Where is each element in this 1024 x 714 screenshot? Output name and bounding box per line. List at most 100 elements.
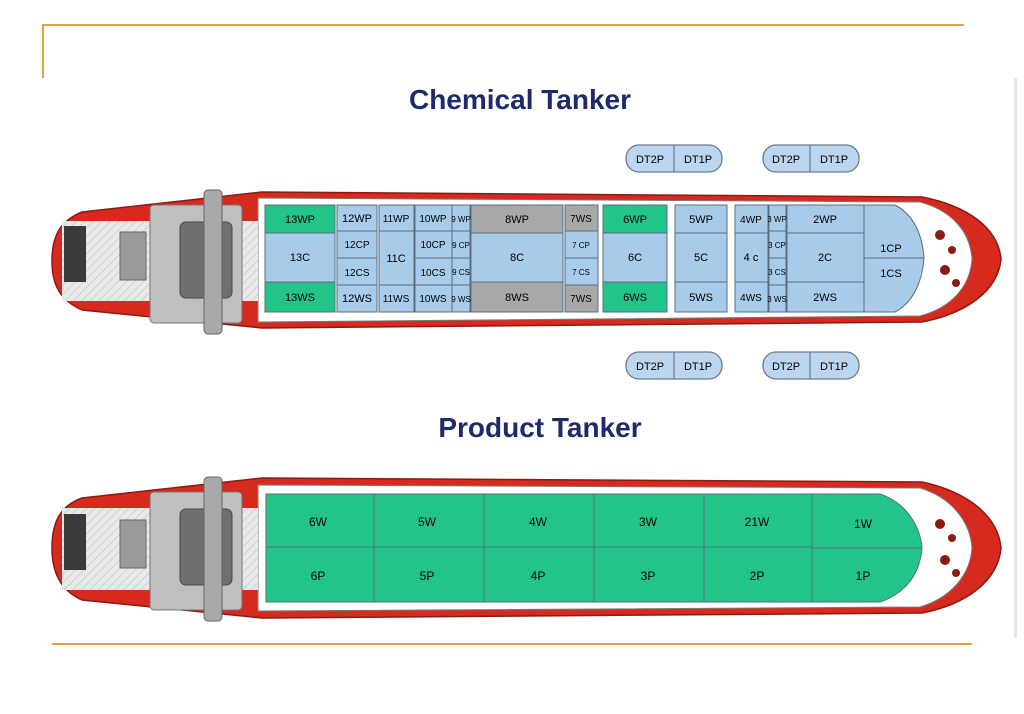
tank-label: 1W [854,517,873,531]
tank-cell [863,257,925,313]
tank-label: 1P [856,569,871,583]
tank-cell [786,281,865,313]
tank-cell [768,284,787,313]
tank-cell [602,232,668,283]
tank-label: 4P [531,569,546,583]
tank-label: 3 WS [767,295,787,304]
tank-cell [378,284,415,313]
tank-label: 12CS [344,268,369,279]
tank-label: 4 c [744,252,759,264]
tank-label: 7 CS [572,268,590,277]
product-tanker-title: Product Tanker [438,412,642,443]
tank-label: 6WP [623,214,647,226]
tank-label: 9 CS [452,268,470,277]
tank-label: 8WP [505,214,529,226]
tank-cell [483,546,595,603]
chemical-tank-layout: 13WP 13C 13WS 12WP 12CP 12CS 12WS 11WP 1… [264,204,925,313]
tank-cell [786,232,865,283]
tank-cell [264,204,336,234]
deck-tank-label: DT2P [772,361,800,373]
tank-label: 2WP [813,214,837,226]
tank-label: 5C [694,252,708,264]
tank-label: 13C [290,252,310,264]
deck-tank-capsule [762,144,860,173]
tank-cell [414,284,453,313]
tank-label: 2C [818,252,832,264]
tank-cell [703,493,813,548]
tank-cell [602,204,668,234]
tank-cell [373,493,485,548]
tank-label: 5WP [689,214,713,226]
tank-label: 1CP [880,243,901,255]
tank-label: 9 WS [451,295,471,304]
tank-cell [786,204,865,234]
tank-label: 10CS [420,268,445,279]
tank-label: 1CS [880,268,901,280]
tank-cell [564,230,599,259]
deck-tank-label: DT2P [636,361,664,373]
deck-tank-group-bottom-right: DT2P DT1P [762,351,860,380]
tank-label: 10WP [419,214,447,225]
product-tank-layout: 6W 5W 4W 3W 21W 1W 6P 5P 4P 3P 2P 1P [265,493,923,603]
tank-label: 11C [386,253,405,265]
tank-label: 2P [750,569,765,583]
tank-label: 3 CS [768,268,786,277]
tank-cell [265,546,375,603]
tank-label: 13WS [285,292,315,304]
tank-cell [811,547,923,603]
chemical-tanker-title: Chemical Tanker [408,84,632,115]
deck-tank-group-top-left: DT2P DT1P [606,144,723,174]
tank-cell [378,204,415,232]
deck-tank-label: DT2P [772,154,800,166]
chemical-stern-block [64,226,86,282]
tank-label: 4WP [740,215,762,226]
deck-tank-label: DT1P [684,154,712,166]
tank-cell [593,546,705,603]
chemical-bow-gear [935,230,960,287]
tank-label: 12WS [342,293,372,305]
chemical-funnel-housing [119,231,147,281]
product-funnel-housing [119,519,147,569]
tank-label: 7WS [570,214,592,225]
tank-label: 9 CP [452,241,470,250]
tank-label: 9 WP [451,215,471,224]
tank-label: 2WS [813,292,837,304]
tank-label: 5P [420,569,435,583]
tank-label: 6W [309,515,328,529]
tank-cell [336,204,378,232]
tank-label: 5W [418,515,437,529]
tank-label: 4W [529,515,548,529]
tank-cell [470,204,564,234]
tank-cell [674,204,728,234]
tank-cell [264,281,336,313]
tank-label: 3P [641,569,656,583]
tank-label: 11WS [383,294,410,305]
tank-cell [470,232,564,283]
tank-label: 5WS [689,292,713,304]
tank-label: 13WP [285,214,315,226]
deck-tank-label: DT1P [820,361,848,373]
deck-tank-group-bottom-left: DT2P DT1P [625,351,723,380]
tank-cell [336,257,378,286]
top-rule [42,24,964,26]
left-rule [42,24,44,78]
tank-cell [336,230,378,259]
tank-cell [602,281,668,313]
tank-cell [265,493,375,548]
tank-label: 4WS [740,293,762,304]
tank-label: 7WS [570,294,592,305]
tank-label: 12WP [342,213,372,225]
tank-cell [373,546,485,603]
tank-cell [674,232,728,283]
right-edge-line [1014,78,1017,638]
tank-label: 10WS [419,294,447,305]
tank-cell [674,281,728,313]
tank-cell [451,284,471,313]
product-bow-gear [935,519,960,577]
tank-cell [470,281,564,313]
tank-label: 12CP [344,240,369,251]
tank-label: 3W [639,515,658,529]
tank-label: 8WS [505,292,529,304]
deck-tank-capsule [762,351,860,380]
